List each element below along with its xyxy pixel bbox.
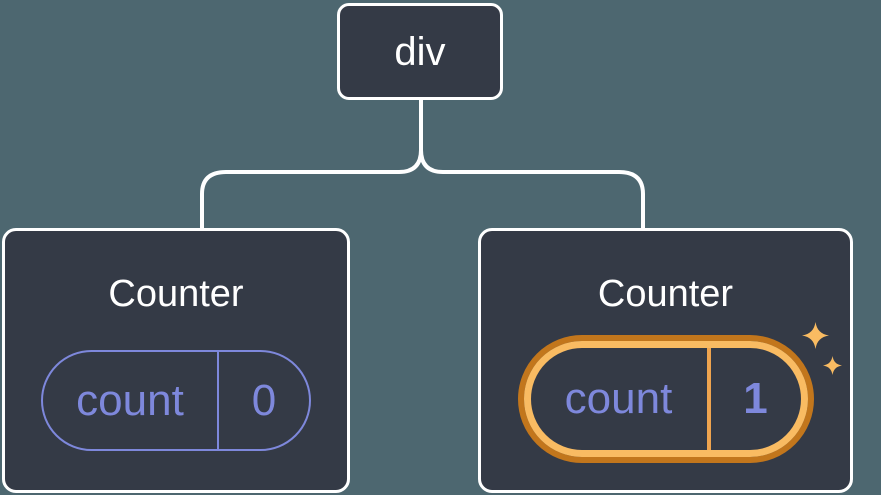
- root-node-div: div: [337, 3, 503, 100]
- state-pill: count 1: [523, 341, 808, 457]
- pill-divider: [217, 352, 219, 449]
- component-title: Counter: [597, 273, 734, 315]
- state-name: count: [564, 374, 673, 423]
- counter-card-updated: Counter count 1: [478, 228, 853, 493]
- connector-left-branch: [200, 97, 423, 232]
- state-pill-highlight-ring: count 1: [517, 335, 814, 463]
- connector-right-branch: [419, 97, 645, 232]
- pill-divider: [706, 348, 711, 450]
- state-name: count: [76, 375, 184, 425]
- state-value: 1: [743, 374, 768, 423]
- state-value: 0: [251, 375, 277, 425]
- counter-card-unchanged: Counter count 0: [2, 228, 350, 493]
- root-node-label: div: [394, 29, 446, 74]
- component-title: Counter: [108, 273, 244, 315]
- state-pill: count 0: [41, 350, 311, 451]
